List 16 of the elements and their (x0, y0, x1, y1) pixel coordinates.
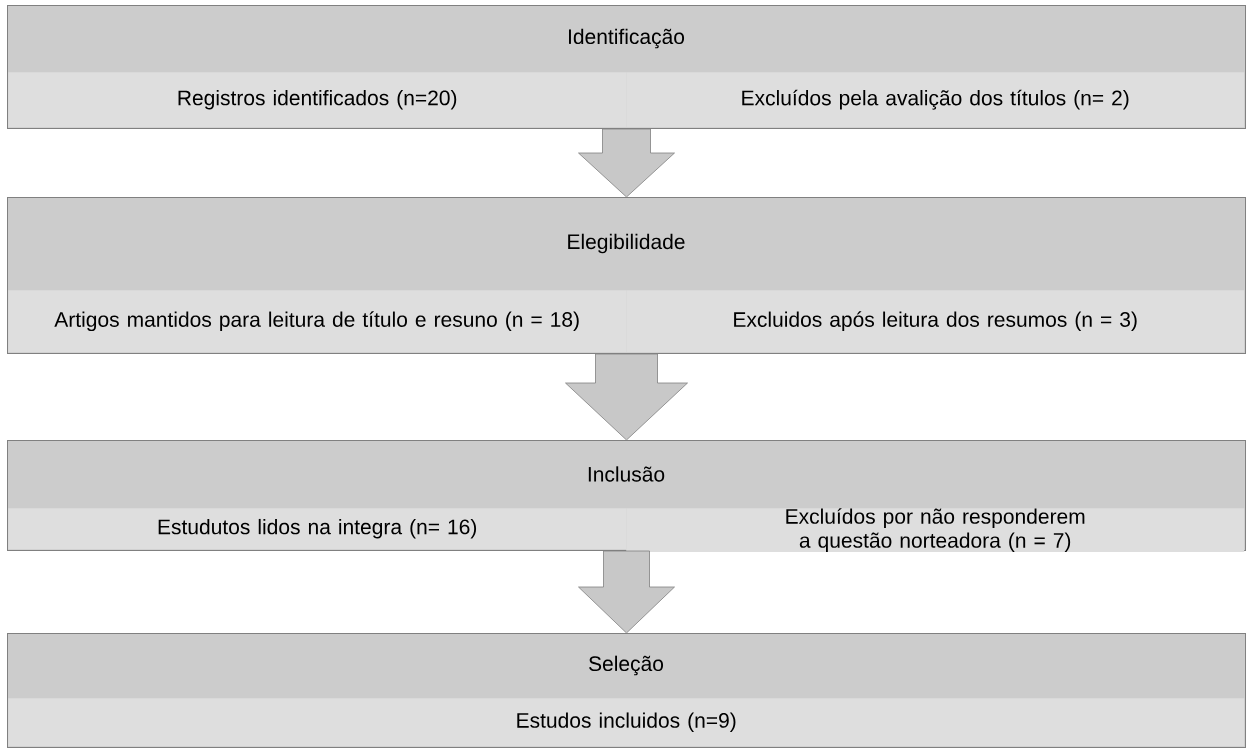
node-label: Excluídos por não responderem a questão norteadora (n = 7) (786, 508, 1085, 553)
node-label: Estudutos lidos na integra (n= 16) (158, 518, 477, 539)
result-cell: Excluídos pela avalição dos títulos (n= 2) (626, 72, 1245, 128)
result-cell: Artigos mantidos para leitura de título e resuno (n = 18) (8, 290, 627, 353)
result-cell: Excluidos após leitura dos resumos (n = 3) (626, 290, 1245, 353)
node-label: Registros identificados (n=20) (178, 89, 457, 110)
block-arrow (565, 353, 688, 441)
block-arrow (578, 128, 675, 198)
result-cell: Registros identificados (n=20) (8, 72, 627, 128)
block-arrow (578, 550, 675, 634)
node-label: Artigos mantidos para leitura de título e resuno (n = 18) (54, 311, 579, 332)
result-cell: Excluídos por não responderem a questão norteadora (n = 7) (626, 508, 1245, 553)
result-cell: Estudos incluidos (n=9) (8, 698, 1245, 747)
node-label: Excluidos após leitura dos resumos (n = 3) (734, 311, 1137, 332)
result-cell: Estudutos lidos na integra (n= 16) (8, 508, 627, 550)
node-label: Excluídos pela avalição dos títulos (n= 2) (742, 89, 1129, 110)
